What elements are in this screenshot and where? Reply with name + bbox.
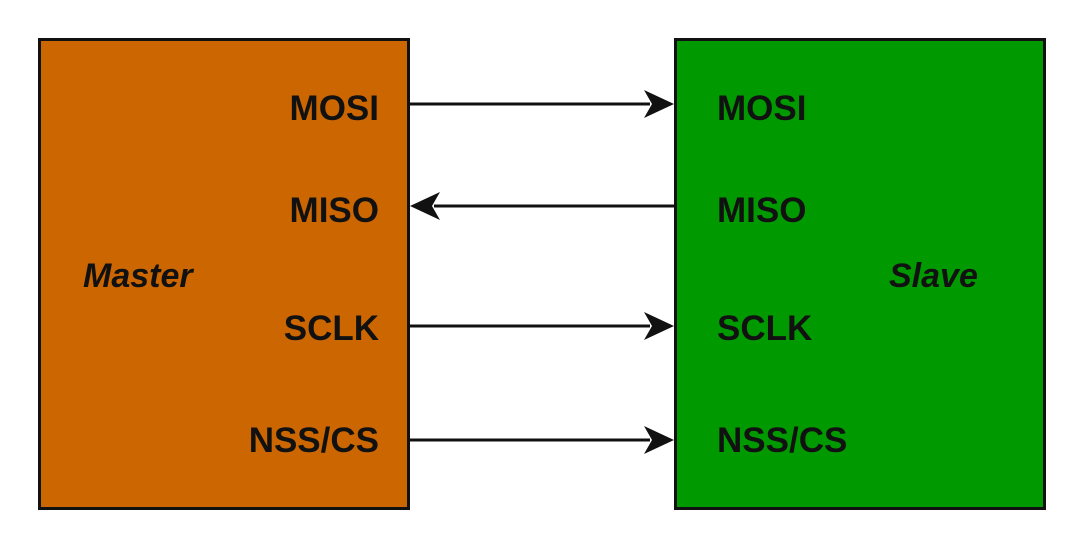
master-pin-sclk: SCLK <box>283 309 379 348</box>
slave-pin-nss-cs: NSS/CS <box>717 421 848 460</box>
slave-block: Slave MOSI MISO SCLK NSS/CS <box>674 38 1046 510</box>
nss-cs-arrowhead-icon <box>644 426 674 454</box>
master-pin-nss-cs: NSS/CS <box>248 421 379 460</box>
miso-arrowhead-icon <box>410 192 440 220</box>
slave-pin-sclk: SCLK <box>717 309 813 348</box>
master-title: Master <box>83 257 193 295</box>
slave-pin-miso: MISO <box>717 191 807 230</box>
master-pin-mosi: MOSI <box>289 89 379 128</box>
slave-title: Slave <box>889 257 978 295</box>
master-block: Master MOSI MISO SCLK NSS/CS <box>38 38 410 510</box>
sclk-arrowhead-icon <box>644 312 674 340</box>
mosi-arrowhead-icon <box>644 90 674 118</box>
slave-pin-mosi: MOSI <box>717 89 807 128</box>
master-pin-miso: MISO <box>289 191 379 230</box>
